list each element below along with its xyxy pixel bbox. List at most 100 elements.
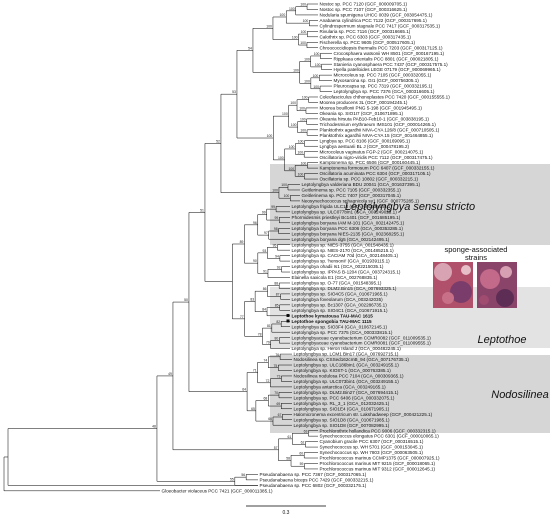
bootstrap-value: 90 <box>253 259 257 263</box>
bootstrap-value: 97 <box>264 231 268 235</box>
leaf-label: Leptolyngbya sp. DLM2.Bin27 (GCA_0076944… <box>294 390 399 395</box>
leaf-label: Nostoc sp. PCC 7107 (GCF_000316625.1) <box>320 7 408 12</box>
leaf-label: Leptolyngbya sp. PCC 6406 (GCA_000332075… <box>294 395 395 400</box>
leaf-label: Leptolyngbya boryana dg5 (GCA_002142495.… <box>292 237 390 242</box>
leaf-label: Leptolyngbya sp. KIOST-1 (GCA_000763385.… <box>294 368 392 373</box>
bootstrap-value: 92 <box>277 265 281 269</box>
leaf-label: Gloeobacter violaceus PCC 7421 (GCF_0000… <box>162 488 273 493</box>
bootstrap-value: 73 <box>277 375 281 379</box>
bootstrap-value: 62 <box>301 440 305 444</box>
leaf-label: Leptolyngbya sp. SIO1D8 (GCF_007082995.1… <box>294 423 390 428</box>
leaf-label: Leptolyngbyaceae cyanobacterium CCMR0082… <box>292 335 432 340</box>
bootstrap-value: 91 <box>263 269 267 273</box>
bootstrap-value: 81 <box>267 324 271 328</box>
bootstrap-values: 1001001001001001001001001001001001001001… <box>152 3 320 482</box>
bootstrap-value: 94 <box>275 254 279 258</box>
leaf-label: Rippkaea orientalis PCC 8801 (GCF_000021… <box>334 56 439 61</box>
bootstrap-value: 56 <box>241 473 245 477</box>
bootstrap-value: 100 <box>300 41 306 45</box>
bootstrap-value: 100 <box>304 79 310 83</box>
leaf-label: Leptolyngbya sp. Heron Island J (GCA_000… <box>292 346 402 351</box>
bootstrap-value: 100 <box>304 57 310 61</box>
leaf-label: Leptolyngbya ohadii Is1 (GCA_002215035.1… <box>292 264 384 269</box>
leaf-label: Halomicronema excentricum str. Lakshadwe… <box>294 412 433 417</box>
bootstrap-value: 83 <box>250 297 254 301</box>
bootstrap-value: 100 <box>313 85 319 89</box>
scale-bar-label: 0.3 <box>283 510 290 516</box>
bootstrap-value: 100 <box>281 183 287 187</box>
leaf-label: Phormidesmis priestleyi Bc1401 (GCF_0016… <box>292 215 401 220</box>
leaf-label: Lyngbya aestuarii BL J (GCF_000478195.2) <box>320 144 410 149</box>
leaf-label: Calothrix sp. PCC 6303 (GCF_000317435.1) <box>320 34 412 39</box>
bootstrap-value: 57 <box>274 446 278 450</box>
tree-branches <box>3 3 332 492</box>
leaf-label: Planktothrix agardhii NIVA-CYA 15 (GCF_0… <box>320 133 434 138</box>
bootstrap-value: 71 <box>253 369 257 373</box>
leaf-label: Leptolyngbya sp. CACIAM 70d (GCA_0021484… <box>292 253 399 258</box>
bootstrap-value: 64 <box>242 388 246 392</box>
bootstrap-value: 100 <box>280 13 286 17</box>
leaf-label: Oscillatoria nigro-viridis PCC 7112 (GCF… <box>320 155 433 160</box>
leaf-label: Leptolyngbya sp. LCM1 Bin17 (GCA_0076927… <box>294 352 399 357</box>
bootstrap-value: 100 <box>313 74 319 78</box>
bootstrap-value: 66 <box>268 417 272 421</box>
bootstrap-value: 65 <box>251 407 255 411</box>
leaf-label: Leptolyngbya sp. ULC077bin1 (GCA_0032490… <box>292 209 398 214</box>
leaf-label: Leptolyngbya frigida ULC18 (GCA_00193914… <box>292 204 393 209</box>
leaf-label: Leptolyngbya sp. RL_3_1 (GCA_012032425.1… <box>294 401 390 406</box>
leaf-label: Microcoleus vaginatus FGP-2 (GCF_0002140… <box>320 149 424 154</box>
leaf-label: Synechococcus elongatus PCC 6301 (GCF_00… <box>320 434 440 439</box>
bootstrap-value: 96 <box>253 221 257 225</box>
bootstrap-value: 85 <box>275 304 279 308</box>
strains-caption-line2: strains <box>465 253 487 262</box>
leaf-label: Synechococcus sp. WH 7803 (GCF_000063505… <box>320 450 424 455</box>
bootstrap-value: 100 <box>272 189 278 193</box>
bootstrap-value: 100 <box>298 139 304 143</box>
bootstrap-value: 52 <box>216 139 220 143</box>
leaf-label: Prochlorococcus marinus MIT 9215 (GCF_00… <box>320 461 436 466</box>
leaf-label: Crocosphaera watsonii WH 8501 (GCF_00016… <box>334 51 445 56</box>
bootstrap-value: 89 <box>240 240 244 244</box>
leaf-label: Hyella patelloides LEGE 07179 (GCF_90006… <box>334 67 441 72</box>
leaf-label: Moorea producens 3L (GCF_000194245.1) <box>320 100 408 105</box>
leaf-label: Nostoc sp. PCC 7120 (GCF_000009705.1) <box>320 2 408 7</box>
leaf-label: Leptothoe kymatousa TAU-MAC 1615 <box>292 313 374 318</box>
bootstrap-value: 98 <box>274 227 278 231</box>
leaf-label: Geitlerinema sp. PCC 7407 (GCF_000317045… <box>302 193 402 198</box>
leaf-label: Leptolyngbya valderiana BDU 20041 (GCA_0… <box>302 182 421 187</box>
leaf-label: Leptolyngbyaceae cyanobacterium CCMR0081… <box>292 341 432 346</box>
leaf-label: Coleofasciculus chthonoplastes PCC 7420 … <box>320 95 451 100</box>
bootstrap-value: 100 <box>301 30 307 34</box>
leaf-label: Leptolyngbya sp. SIO1E4 (GCA_010671905.1… <box>294 406 390 411</box>
leaf-label: Pleurocapsa sp. PCC 7319 (GCF_000332195.… <box>334 84 433 89</box>
bootstrap-value: 48 <box>152 425 156 429</box>
leaf-label: Pseudanabaena sp. PCC 7367 (GCF_00031706… <box>260 472 367 477</box>
bootstrap-value: 93 <box>262 249 266 253</box>
leaf-label: Oscillatoria acuminata PCC 6304 (GCF_000… <box>320 171 432 176</box>
strains-caption-line1: sponge-associated <box>445 245 508 254</box>
bootstrap-value: 59 <box>300 462 304 466</box>
leaf-label: Leptolyngbya boryana IAM M-101 (GCA_0021… <box>292 220 405 225</box>
leaf-label: Kamptonema sp. PCC 6506 (GCF_000160445.1… <box>320 160 421 165</box>
bootstrap-value: 100 <box>291 123 297 127</box>
clade-box-nodosilinea <box>270 355 550 433</box>
clade-box-leptolyngbya <box>270 164 550 245</box>
leaf-label: Synechococcus sp. WH 5701 (GCF_000153045… <box>320 445 424 450</box>
leaf-label: Oscillatoria sp. PCC 10802 (GCF_00033221… <box>320 177 419 182</box>
bootstrap-value: 100 <box>300 3 306 7</box>
leaf-label: Pseudanabaena sp. PCC 6802 (GCF_00033217… <box>260 483 367 488</box>
bootstrap-value: 68 <box>264 397 268 401</box>
leaf-label: Leptolyngbya sp. PCC 7376 (GCA_000316605… <box>334 89 435 94</box>
leaf-label: Rivularia sp. PCC 7116 (GCF_000316665.1) <box>320 29 411 34</box>
clade-label-leptolyngbya: Leptolyngbya sensu stricto <box>345 201 475 213</box>
bootstrap-value: 53 <box>232 90 236 94</box>
leaf-label: Leptolyngbya sp. O-77 (GCA_001548395.1) <box>292 281 382 286</box>
sponge-photo-right <box>477 262 517 308</box>
bootstrap-value: 54 <box>248 46 252 50</box>
leaf-label: Nodularia spumigena UHCC 0039 (GCF_00305… <box>320 13 433 18</box>
bootstrap-value: 100 <box>290 101 296 105</box>
leaf-label: Okeania sp. SIO1I7 (GCF_010671895.1) <box>320 111 404 116</box>
leaf-label: Planktothrix agardhii NIVA-CYA 126/8 (GC… <box>320 127 440 132</box>
bootstrap-value: 67 <box>278 413 282 417</box>
bootstrap-value: 60 <box>299 451 303 455</box>
